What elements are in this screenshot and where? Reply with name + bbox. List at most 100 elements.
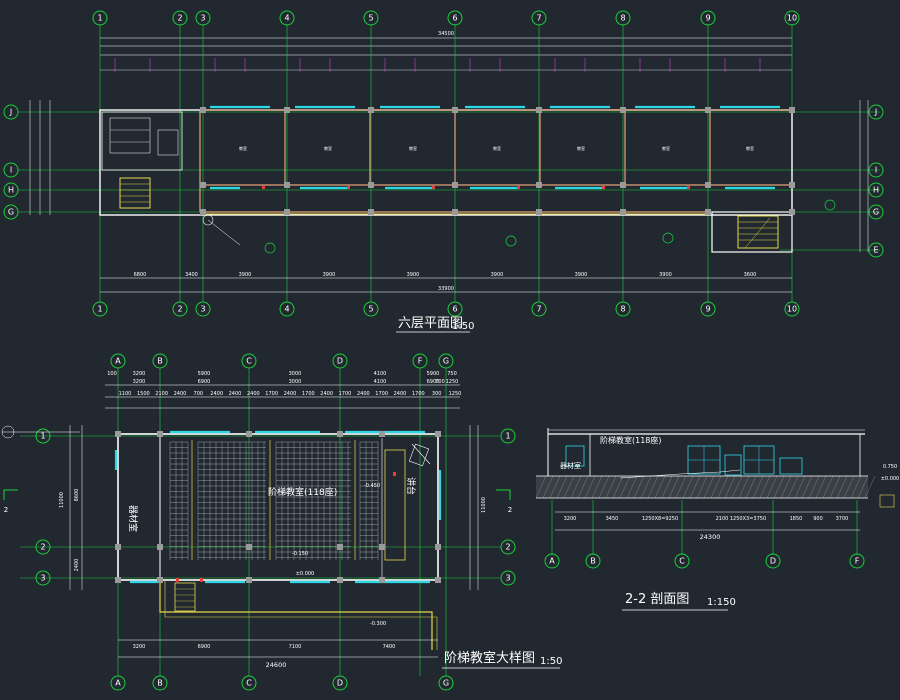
plan-axis-left-H-label: H [8,186,14,195]
lec-top-sub-0: 100 [107,371,117,377]
plan-bottom-overall-dim: 33900 [438,286,454,292]
lec-scale: 1:50 [540,656,562,667]
plan-axis-top-8-label: 8 [620,14,625,23]
lec-top-span-4: 6900 [427,379,440,385]
lec-top-span-0: 3200 [133,379,146,385]
lec-axis-bottom-A: A [110,675,126,691]
lec-title: 阶梯教室大样图 [444,650,535,666]
plan-axis-top-3: 3 [195,10,211,26]
sec-span-3: 2100 [716,516,729,522]
plan-top-overall-dim: 34500 [438,31,454,37]
plan-axis-bottom-8-label: 8 [620,305,625,314]
plan-axis-bottom-7: 7 [531,301,547,317]
sec-axis-F-label: F [855,557,860,566]
sec-axis-F: F [849,553,865,569]
plan-axis-top-2: 2 [172,10,188,26]
lec-bottom-span-0: 3200 [133,644,146,650]
plan-room-label-6: 教室 [662,145,670,151]
lec-top-sub-3: 3000 [289,371,302,377]
lec-left-dim-total: 11000 [59,492,65,508]
lec-axis-bottom-C: C [241,675,257,691]
lec-level-4: ±0.000 [296,571,315,577]
lec-top-detail-9: 2400 [284,391,297,397]
plan-axis-top-6-label: 6 [452,14,457,23]
lec-right-dim: 11000 [481,497,487,513]
lec-bottom-overall: 24600 [266,661,287,669]
plan-axis-top-4-label: 4 [284,14,289,23]
plan-axis-top-5: 5 [363,10,379,26]
plan-axis-right-E: E [868,242,884,258]
plan-axis-bottom-8: 8 [615,301,631,317]
lec-top-sub-1: 3200 [133,371,146,377]
plan-axis-bottom-3-label: 3 [200,305,205,314]
plan-bottom-span-6: 3900 [575,272,588,278]
lec-top-span-6: 1250 [446,379,459,385]
sec-span-1: 3450 [606,516,619,522]
plan-axis-top-10: 10 [784,10,800,26]
lec-top-detail-16: 1700 [412,391,425,397]
lec-top-detail-7: 2400 [247,391,260,397]
lec-axis-bottom-G: G [438,675,454,691]
plan-axis-top-4: 4 [279,10,295,26]
lec-room-right: 讲台 [405,477,417,495]
plan-axis-top-9: 9 [700,10,716,26]
sixth-floor-plan: 34500 [3,10,884,333]
plan-bottom-span-5: 3900 [491,272,504,278]
sec-room-label: 阶梯教室(118座) [600,435,662,445]
plan-bottom-span-8: 3600 [744,272,757,278]
plan-axis-right-E-label: E [873,246,878,255]
lec-top-span-5: 700 [435,379,445,385]
plan-axis-left-J: J [3,104,19,120]
sec-span-5: 1850 [790,516,803,522]
lec-axis-top-C: C [241,353,257,369]
plan-axis-bottom-10-label: 10 [787,305,797,314]
sec-axis-A-label: A [549,557,555,566]
lec-top-span-3: 4100 [374,379,387,385]
sec-axis-C: C [674,553,690,569]
lec-room-left: 器材室 [127,505,139,532]
lec-axis-right-2-label: 2 [505,543,510,552]
lec-axis-left-1-label: 1 [40,432,45,441]
plan-axis-left-J-label: J [9,108,12,117]
lec-top-detail-12: 1700 [339,391,352,397]
sec-span-2: 1250X8=9250 [642,516,678,522]
lec-axis-left-2: 2 [35,539,51,555]
lec-level-1: -0.450 [364,483,380,489]
lec-left-dim-1: 8600 [74,489,80,502]
lec-axis-top-C-label: C [246,357,252,366]
plan-axis-left-I: I [3,162,19,178]
lec-axis-left-1: 1 [35,428,51,444]
plan-axis-bottom-6-label: 6 [452,305,457,314]
plan-axis-bottom-10: 10 [784,301,800,317]
plan-title: 六层平面图 [398,316,463,331]
lec-top-sub-4: 4100 [374,371,387,377]
sec-axis-A: A [544,553,560,569]
plan-axis-bottom-2-label: 2 [177,305,182,314]
lec-top-sub-2: 5900 [198,371,211,377]
plan-axis-bottom-9: 9 [700,301,716,317]
plan-axis-right-G: G [868,204,884,220]
plan-axis-top-1-label: 1 [97,14,102,23]
lec-axis-bottom-B: B [152,675,168,691]
plan-bottom-span-2: 3900 [239,272,252,278]
lec-top-detail-11: 2400 [320,391,333,397]
lec-axis-top-F-label: F [418,357,423,366]
lec-top-detail-0: 1100 [119,391,132,397]
lec-axis-top-A: A [110,353,126,369]
plan-axis-bottom-6: 6 [447,301,463,317]
lec-axis-right-3: 3 [500,570,516,586]
lec-axis-bottom-D: D [332,675,348,691]
plan-axis-top-9-label: 9 [705,14,710,23]
section-mark-left: 2 [4,506,8,514]
lec-top-sub-6: 750 [447,371,457,377]
sec-level-zero: ±0.000 [881,476,900,482]
sec-axis-B: B [585,553,601,569]
lec-top-detail-14: 1700 [375,391,388,397]
plan-room-label-3: 教室 [409,145,417,151]
plan-bottom-span-3: 3900 [323,272,336,278]
lec-axis-left-3-label: 3 [40,574,45,583]
lec-axis-top-A-label: A [115,357,121,366]
plan-axis-bottom-3: 3 [195,301,211,317]
sec-axis-D: D [765,553,781,569]
